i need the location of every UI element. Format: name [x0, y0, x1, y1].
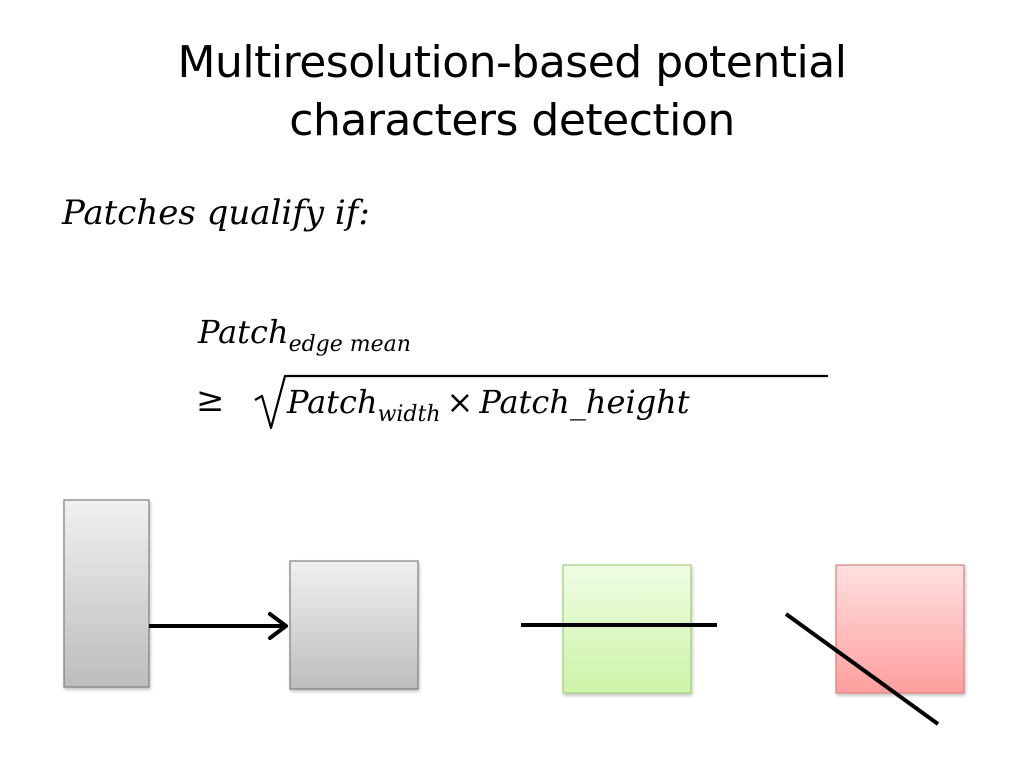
formula-lhs-sub: edge mean — [288, 332, 411, 357]
sqrt-symbol — [254, 374, 828, 430]
formula-rhs-term1-sub: width — [377, 402, 441, 427]
formula-relation: ≥ — [196, 380, 225, 420]
formula-rhs-term1-base: Patch — [287, 383, 378, 421]
formula-lhs: Patchedge mean — [198, 313, 411, 357]
formula-lhs-base: Patch — [198, 313, 289, 351]
title-line-1: Multiresolution-based potential — [177, 37, 847, 88]
strike-diagonal-icon — [784, 612, 940, 726]
square-patch-box — [289, 560, 419, 690]
formula-operator: × — [446, 383, 474, 421]
arrow-right-icon — [149, 612, 288, 640]
slide-title: Multiresolution-based potential characte… — [0, 34, 1024, 150]
subtitle: Patches qualify if: — [62, 193, 370, 233]
tall-patch-box — [63, 499, 150, 688]
formula-rhs: Patchwidth×Patch_height — [287, 383, 690, 427]
title-line-2: characters detection — [289, 95, 735, 146]
formula-rhs-term2: Patch_height — [479, 383, 690, 421]
red-patch-box — [835, 564, 965, 694]
green-patch-box — [562, 564, 692, 694]
